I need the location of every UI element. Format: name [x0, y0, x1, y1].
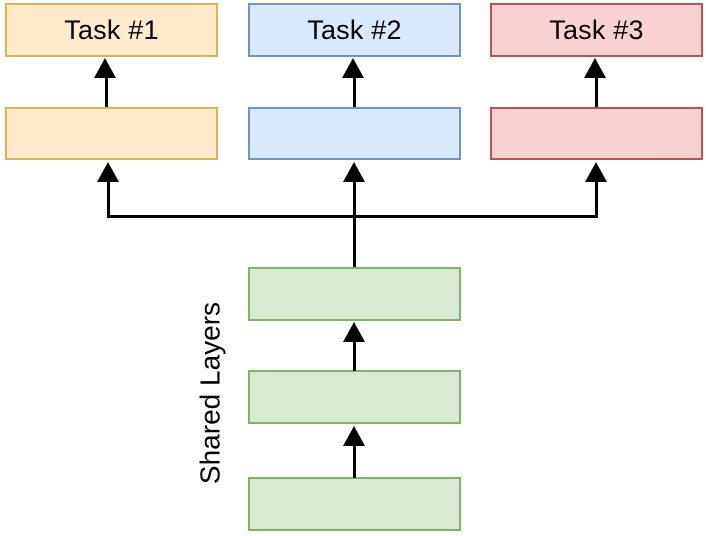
- task-1-output-box[interactable]: Task #1: [5, 3, 218, 57]
- arrow-shared-bottom-to-mid-icon: [343, 426, 365, 446]
- arrow-shared-mid-to-top-icon: [343, 322, 365, 342]
- arrow-task2-to-head-icon: [342, 58, 364, 78]
- task-3-output-box[interactable]: Task #3: [490, 3, 703, 57]
- shared-layer-middle-box[interactable]: [248, 370, 461, 424]
- arrow-branch-to-task3-icon: [585, 162, 607, 182]
- task-3-specific-layer-box[interactable]: [490, 107, 703, 160]
- task-1-output-label: Task #1: [64, 14, 159, 45]
- arrow-branch-to-task2-icon: [343, 162, 365, 182]
- branch-right-riser: [595, 181, 598, 218]
- arrow-task3-to-head-shaft: [595, 77, 598, 107]
- task-2-specific-layer-box[interactable]: [248, 107, 461, 160]
- arrow-task3-to-head-icon: [584, 58, 606, 78]
- task-1-specific-layer-box[interactable]: [5, 107, 218, 160]
- arrow-task2-to-head-shaft: [353, 77, 356, 107]
- arrow-task1-to-head-shaft: [105, 77, 108, 107]
- arrow-shared-bottom-to-mid-shaft: [353, 445, 356, 478]
- branch-center-trunk: [353, 181, 356, 267]
- task-2-output-label: Task #2: [307, 14, 402, 45]
- arrow-shared-mid-to-top-shaft: [353, 341, 356, 371]
- arrow-branch-to-task1-icon: [97, 162, 119, 182]
- shared-layer-top-box[interactable]: [248, 267, 461, 321]
- shared-layer-bottom-box[interactable]: [248, 477, 461, 531]
- branch-bus-horizontal-line: [107, 215, 598, 218]
- shared-layers-side-label: Shared Layers: [194, 301, 226, 485]
- branch-left-riser: [107, 181, 110, 218]
- task-3-output-label: Task #3: [549, 14, 644, 45]
- arrow-task1-to-head-icon: [94, 58, 116, 78]
- task-2-output-box[interactable]: Task #2: [248, 3, 461, 57]
